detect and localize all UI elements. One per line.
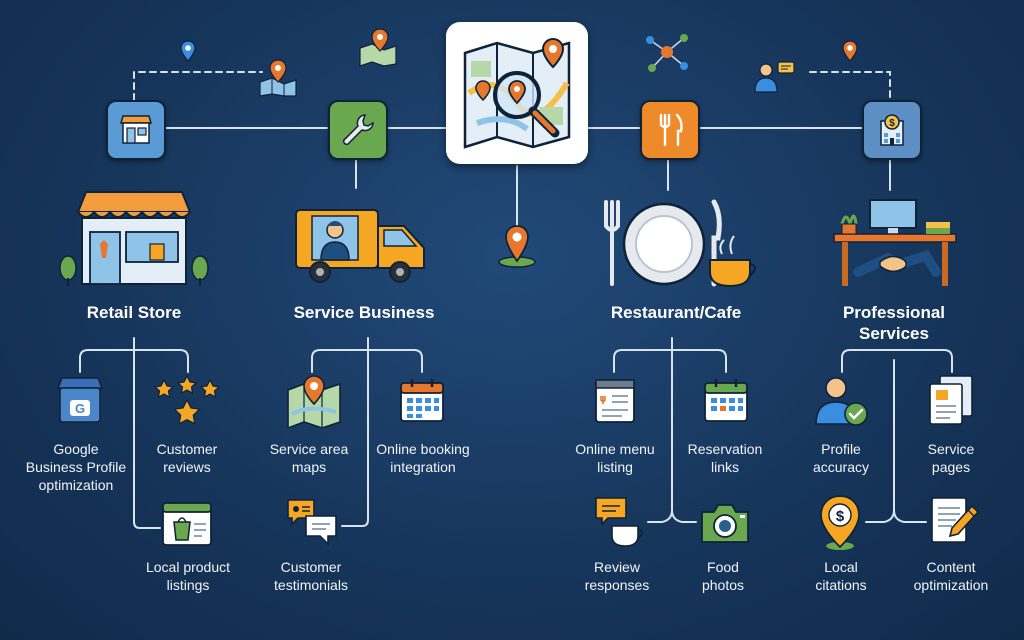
office-building-icon: $ (880, 114, 904, 146)
calendar-icon (704, 379, 748, 422)
restaurant-category-tile (640, 100, 700, 160)
fork-knife-icon (659, 113, 683, 147)
menu-icon (595, 379, 635, 423)
item-label: Profile accuracy (812, 441, 870, 475)
item-label: Google Business Profile optimization (25, 441, 127, 493)
service-area-map-icon (287, 375, 341, 428)
chat-bubbles-icon (287, 499, 337, 546)
item-label: Reservation links (687, 441, 763, 475)
documents-icon (929, 375, 973, 425)
dollar-pin-icon: $ (820, 495, 860, 550)
local-search-map-tile (446, 22, 588, 164)
mini-map-pin-icon (259, 59, 297, 97)
service-van-illustration (295, 209, 425, 283)
item-label: Service area maps (269, 441, 349, 475)
storefront-illustration (59, 191, 209, 286)
folded-map-pin-icon (359, 28, 397, 67)
shopping-bag-webpage-icon (162, 502, 212, 546)
google-business-profile-icon: G (56, 377, 104, 423)
wrench-icon (342, 114, 374, 146)
location-pin-icon (180, 40, 196, 62)
service-category-title: Service Business (293, 303, 435, 322)
office-desk-illustration (833, 199, 957, 286)
retail-category-tile (106, 100, 166, 160)
svg-text:G: G (75, 401, 85, 416)
professional-category-title: Professional Services (842, 303, 946, 343)
stars-icon (153, 374, 221, 425)
item-label: Customer reviews (156, 441, 218, 475)
network-nodes-icon (646, 34, 688, 72)
item-label: Content optimization (913, 559, 989, 593)
document-edit-icon (931, 497, 980, 543)
plate-cutlery-illustration (604, 199, 756, 288)
item-label: Review responses (584, 559, 650, 593)
svg-text:$: $ (889, 118, 895, 129)
item-label: Customer testimonials (274, 559, 348, 593)
item-label: Local citations (815, 559, 867, 593)
item-label: Service pages (927, 441, 975, 475)
calendar-icon (400, 379, 444, 422)
service-category-tile (328, 100, 388, 160)
location-pin-icon (498, 225, 536, 268)
storefront-icon (120, 115, 152, 144)
map-with-magnifier-icon (463, 37, 571, 149)
restaurant-category-title: Restaurant/Cafe (610, 303, 742, 322)
svg-text:$: $ (836, 508, 845, 525)
person-chat-icon (754, 61, 795, 93)
camera-icon (701, 504, 749, 543)
item-label: Online menu listing (575, 441, 655, 475)
item-label: Food photos (701, 559, 745, 593)
item-label: Online booking integration (376, 441, 470, 475)
chat-coffee-icon (595, 497, 643, 547)
professional-category-tile: $ (862, 100, 922, 160)
verified-person-icon (815, 377, 868, 426)
location-pin-icon (842, 40, 858, 62)
item-label: Local product listings (145, 559, 231, 593)
retail-category-title: Retail Store (86, 303, 182, 322)
